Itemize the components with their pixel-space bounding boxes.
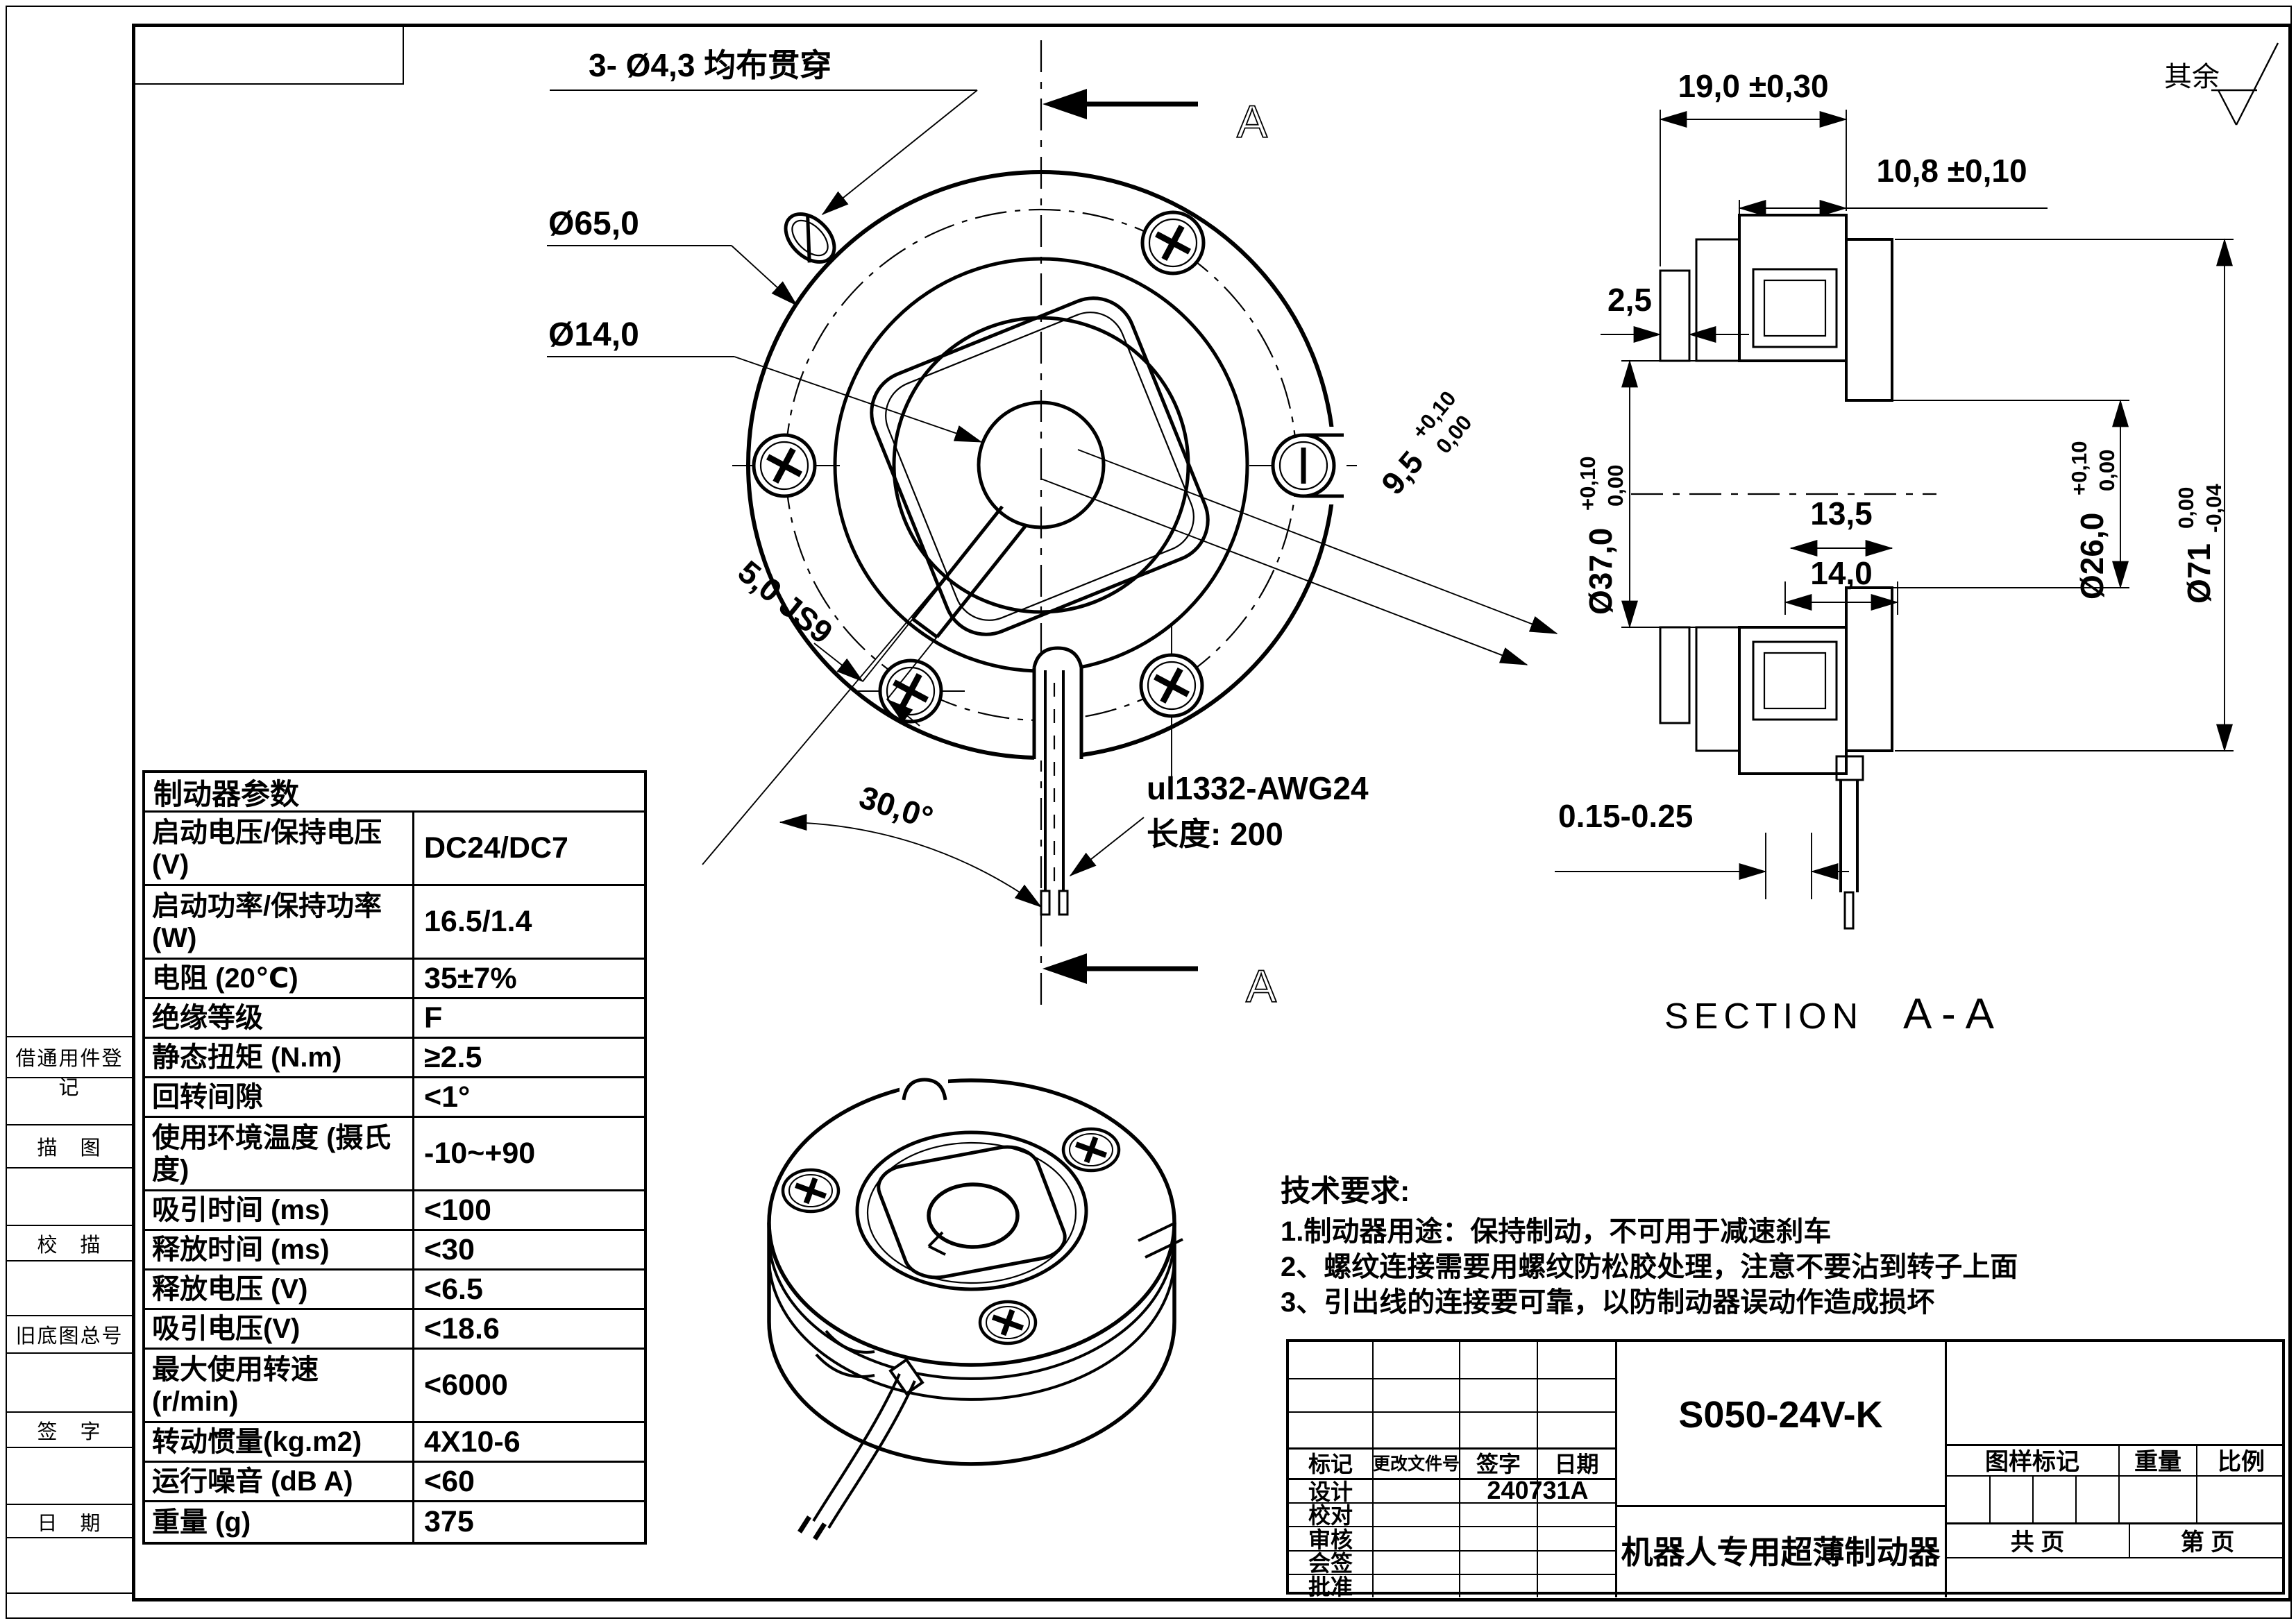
dim-keyway: 5,0 JS9 xyxy=(732,553,840,650)
dim-bore-dia: Ø14,0 xyxy=(548,316,639,353)
top-left-registry-box xyxy=(132,24,404,85)
tb-pages-total: 共 页 xyxy=(2010,1529,2065,1556)
tb-pages-no: 第 页 xyxy=(2180,1529,2235,1556)
dim-holes: 3- Ø4,3 均布贯穿 xyxy=(589,47,832,83)
tb-row-countersign: 会签 xyxy=(1308,1551,1353,1576)
lead-wires xyxy=(797,1357,925,1540)
margin-label-old-drawing-no: 旧底图总号 xyxy=(15,1325,124,1348)
technical-requirements: 技术要求: 1.制动器用途：保持制动，不可用于减速刹车 2、螺纹连接需要用螺纹防… xyxy=(1281,1167,2238,1320)
section-caption-id: A - A xyxy=(1903,990,1995,1038)
tb-part-number: S050-24V-K xyxy=(1678,1394,1883,1436)
tb-header-mark: 标记 xyxy=(1308,1452,1353,1477)
table-row: 启动功率/保持功率 (W)16.5/1.4 xyxy=(145,886,644,960)
drawing-frame xyxy=(132,24,2292,1601)
phillips-screw-icon xyxy=(1063,1129,1119,1171)
dim-dia71-tol-up: 0,00 xyxy=(2174,487,2198,529)
title-block: 标记 更改文件号 签字 日期 设计 校对 审核 会签 批准 240731A S0… xyxy=(1286,1339,2285,1599)
phillips-screw-icon xyxy=(783,1170,838,1212)
dim-dia26-tol-dn: 0,00 xyxy=(2095,450,2119,491)
tb-row-design: 设计 xyxy=(1308,1479,1353,1504)
svg-text:A: A xyxy=(1246,960,1276,1012)
section-caption: SECTION xyxy=(1664,996,1864,1037)
svg-text:其余: 其余 xyxy=(2164,62,2220,92)
tb-row-audit: 审核 xyxy=(1308,1527,1353,1552)
phillips-screw-icon xyxy=(754,435,815,496)
roughness-check-icon xyxy=(2211,42,2279,126)
phillips-screw-icon xyxy=(1142,212,1204,273)
dim-dia37: Ø37,0 xyxy=(1582,528,1619,615)
phillips-screw-icon xyxy=(980,1302,1036,1343)
table-row: 吸引时间 (ms)<100 xyxy=(145,1191,644,1231)
surface-roughness-note: 其余 xyxy=(2164,42,2279,126)
table-row: 吸引电压(V)<18.6 xyxy=(145,1310,644,1350)
dim-plate-thickness: 2,5 xyxy=(1607,282,1652,318)
margin-label-trace: 描 图 xyxy=(37,1137,102,1159)
isometric-view xyxy=(767,1074,1183,1540)
dim-bore-depth2: 14,0 xyxy=(1810,555,1873,591)
dim-outer-dia: Ø65,0 xyxy=(548,205,639,242)
table-row: 静态扭矩 (N.m)≥2.5 xyxy=(145,1039,644,1078)
dim-dia71: Ø71 xyxy=(2181,543,2217,604)
svg-text:A: A xyxy=(1237,96,1267,147)
table-row: 启动电压/保持电压 (V)DC24/DC7 xyxy=(145,813,644,886)
dim-angle: 30,0° xyxy=(855,779,938,836)
table-title: 制动器参数 xyxy=(153,777,300,810)
table-row: 使用环境温度 (摄氏度)-10~+90 xyxy=(145,1118,644,1191)
wire-spec: ul1332-AWG24 xyxy=(1147,770,1369,806)
margin-label-check-trace: 校 描 xyxy=(37,1234,102,1257)
tech-req-item: 2、螺纹连接需要用螺纹防松胶处理，注意不要沾到转子上面 xyxy=(1281,1252,2018,1282)
tb-mark-header: 图样标记 xyxy=(1985,1449,2079,1475)
table-row: 释放时间 (ms)<30 xyxy=(145,1231,644,1271)
section-arrow-top: A xyxy=(1043,89,1268,148)
dim-hub-width: 10,8 ±0,10 xyxy=(1876,153,2027,189)
tb-header-sign: 签字 xyxy=(1476,1452,1521,1477)
margin-label-registry: 借通用件登记 xyxy=(15,1048,124,1099)
wire-length: 长度: 200 xyxy=(1147,816,1283,852)
tech-req-item: 1.制动器用途：保持制动，不可用于减速刹车 xyxy=(1281,1216,1832,1247)
brake-parameter-table: 制动器参数 启动电压/保持电压 (V)DC24/DC7 启动功率/保持功率 (W… xyxy=(142,770,647,1545)
tb-scale-header: 比例 xyxy=(2218,1449,2265,1475)
tech-req-item: 3、引出线的连接要可靠，以防制动器误动作造成损坏 xyxy=(1281,1287,1935,1318)
tb-part-name: 机器人专用超薄制动器 xyxy=(1621,1534,1941,1570)
dim-dia37-tol-dn: 0,00 xyxy=(1603,465,1628,507)
dim-bore-depth1: 13,5 xyxy=(1810,495,1873,532)
margin-label-signature: 签 字 xyxy=(37,1421,102,1443)
phillips-screw-icon xyxy=(1141,655,1202,716)
section-view: 19,0 ±0,30 10,8 ±0,10 2,5 Ø37,0 +0,10 0,… xyxy=(1555,68,2234,1038)
dim-key-depth: 9,5 xyxy=(1374,444,1430,501)
table-row: 转动惯量(kg.m2)4X10-6 xyxy=(145,1423,644,1463)
table-row: 释放电压 (V)<6.5 xyxy=(145,1271,644,1310)
table-row: 运行噪音 (dB A)<60 xyxy=(145,1463,644,1502)
section-arrow-bottom: A xyxy=(1043,953,1277,1012)
table-row: 回转间隙<1° xyxy=(145,1078,644,1118)
table-row: 电阻 (20℃)35±7% xyxy=(145,960,644,999)
tb-row-check: 校对 xyxy=(1308,1503,1353,1528)
dim-total-width: 19,0 ±0,30 xyxy=(1678,68,1828,104)
tb-weight-header: 重量 xyxy=(2134,1449,2181,1475)
dim-dia26: Ø26,0 xyxy=(2074,513,2110,600)
dim-dia71-tol-dn: -0,04 xyxy=(2202,484,2226,533)
tb-header-date: 日期 xyxy=(1554,1452,1599,1477)
margin-label-date: 日 期 xyxy=(37,1513,102,1535)
tb-design-code: 240731A xyxy=(1487,1475,1589,1504)
tech-req-title: 技术要求: xyxy=(1281,1175,1410,1208)
dim-dia37-tol-up: +0,10 xyxy=(1576,457,1600,511)
tb-row-approve: 批准 xyxy=(1308,1574,1353,1599)
dim-dia26-tol-up: +0,10 xyxy=(2067,441,2091,495)
table-row: 重量 (g)375 xyxy=(145,1502,644,1542)
front-view: 3- Ø4,3 均布贯穿 Ø65,0 Ø14,0 5,0 JS9 9,5 +0,… xyxy=(547,40,1558,1014)
slotted-screw-icon xyxy=(1271,433,1336,498)
tb-header-change-doc: 更改文件号 xyxy=(1373,1454,1460,1474)
dim-air-gap: 0.15-0.25 xyxy=(1558,798,1693,834)
table-row: 最大使用转速 (r/min)<6000 xyxy=(145,1350,644,1423)
